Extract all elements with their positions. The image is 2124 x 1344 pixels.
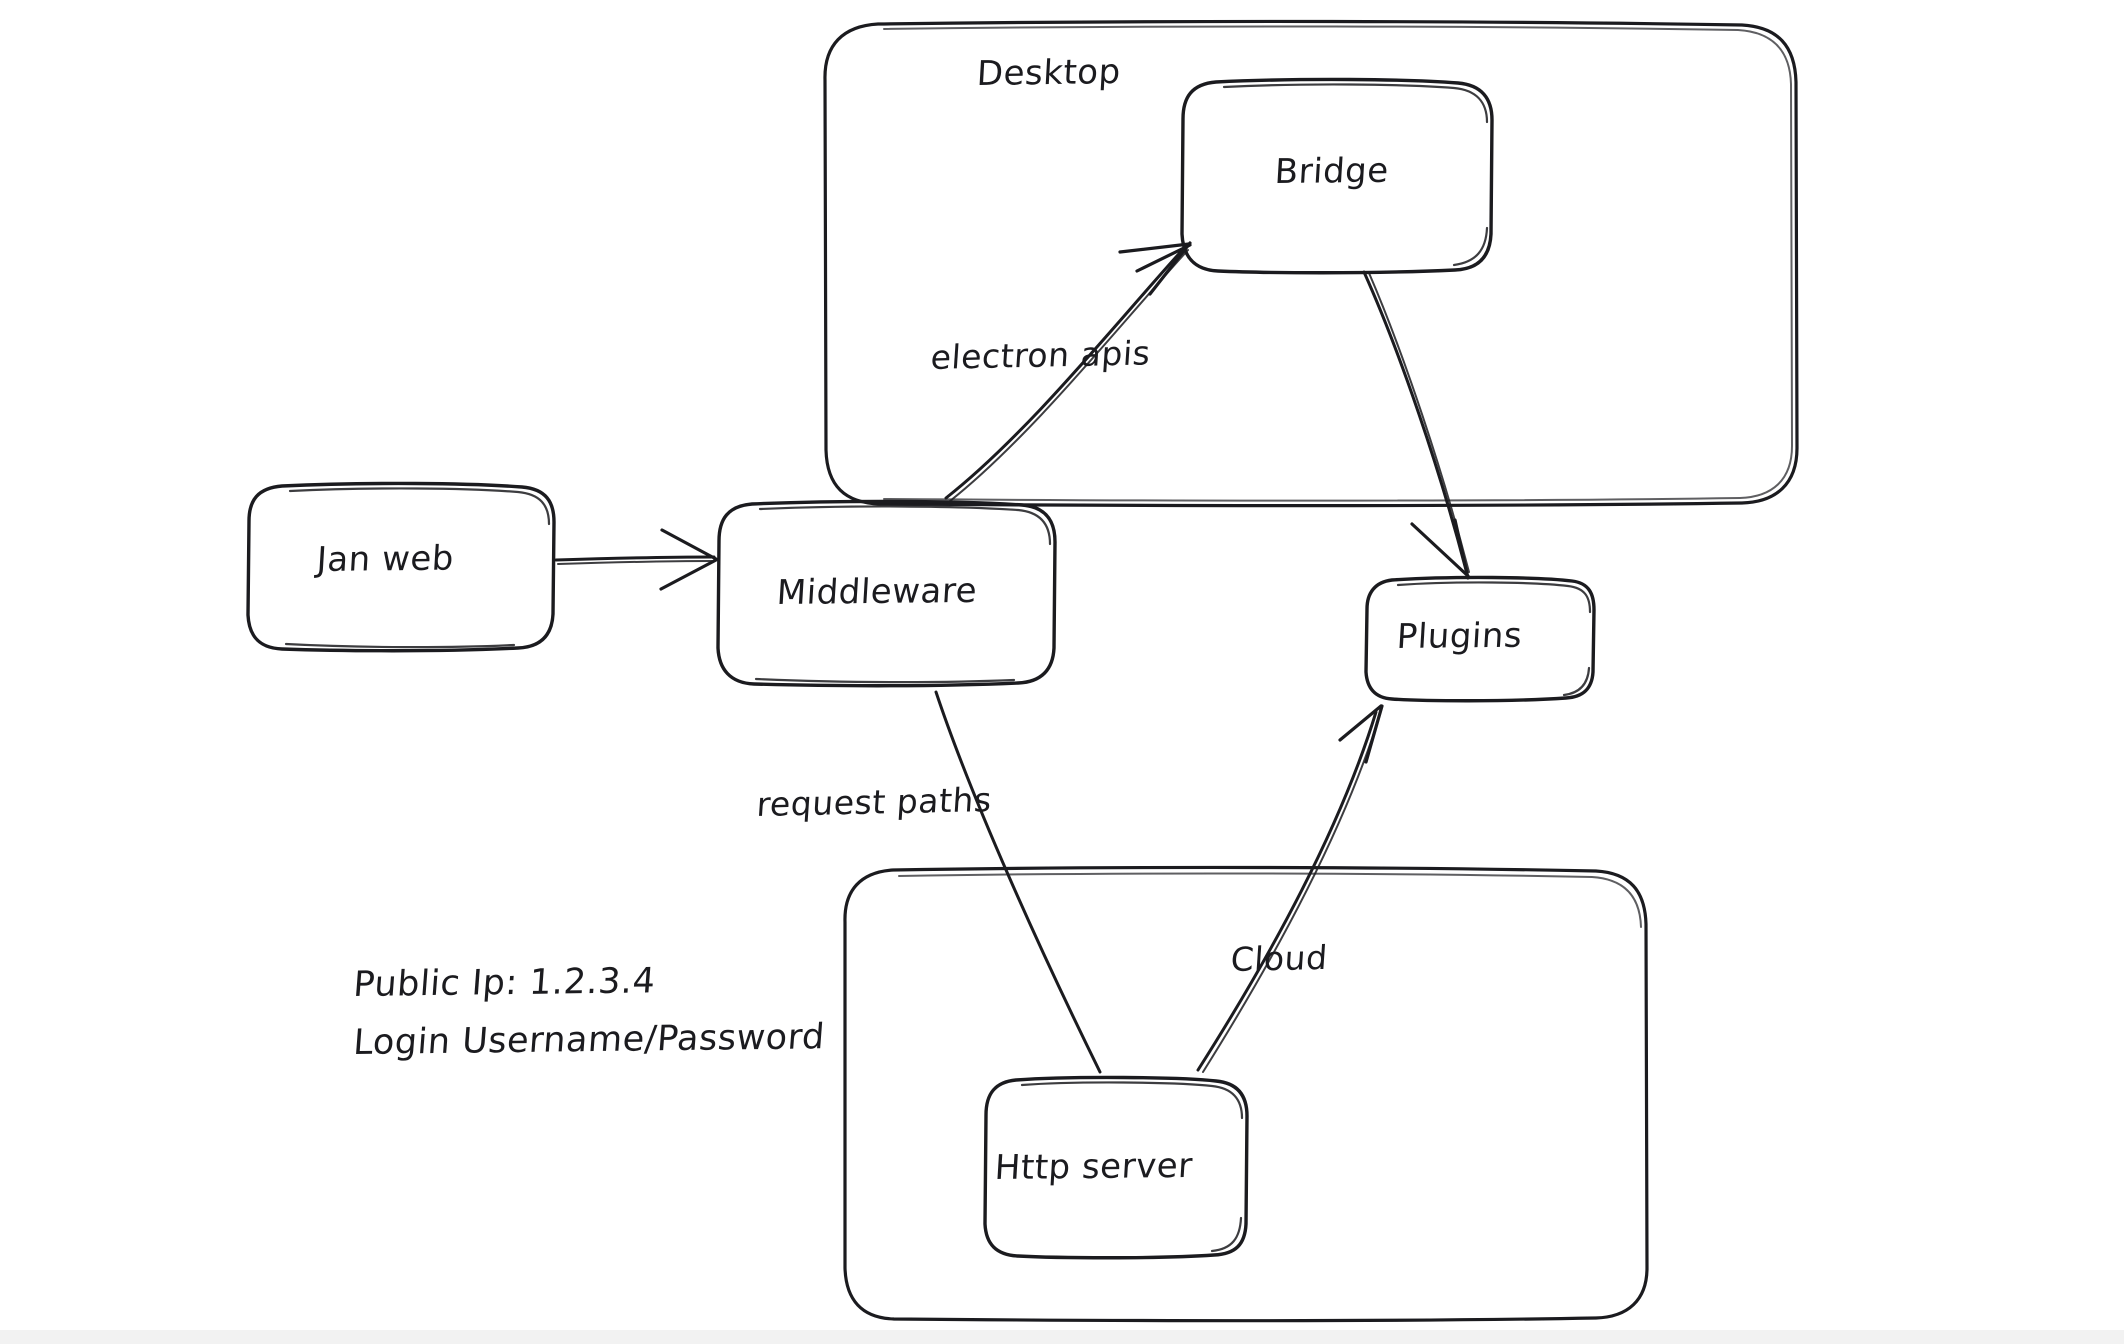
bottom-edge-strip: [0, 1330, 2124, 1344]
edge-http-server-to-plugins: [1196, 704, 1384, 1073]
note-login-credentials: Login Username/Password: [351, 1017, 827, 1063]
edge-bridge-to-plugins: [1362, 270, 1470, 580]
edge-label-request-paths: request paths: [755, 780, 994, 824]
edge-jan-web-to-middleware: [554, 528, 718, 591]
node-bridge-outline: [1180, 77, 1494, 275]
edge-middleware-to-bridge: [944, 241, 1192, 502]
node-bridge[interactable]: [1182, 80, 1493, 273]
group-cloud-outline: [843, 865, 1649, 1323]
node-middleware[interactable]: [718, 502, 1056, 684]
edge-label-electron-apis: electron apis: [929, 333, 1152, 377]
node-http-server[interactable]: [985, 1078, 1248, 1258]
edge-http-server-to-middleware: [934, 690, 1102, 1074]
node-http-server-outline: [983, 1075, 1249, 1260]
node-plugins[interactable]: [1366, 578, 1595, 700]
group-label-desktop: Desktop: [975, 51, 1122, 94]
node-middleware-outline: [716, 499, 1057, 688]
note-public-ip: Public Ip: 1.2.3.4: [351, 961, 657, 1005]
edge-label-cloud: Cloud: [1229, 937, 1329, 979]
node-jan-web[interactable]: [248, 485, 554, 651]
group-desktop-outline: [823, 19, 1799, 508]
node-plugins-outline: [1364, 575, 1596, 703]
node-jan-web-outline: [246, 481, 556, 653]
